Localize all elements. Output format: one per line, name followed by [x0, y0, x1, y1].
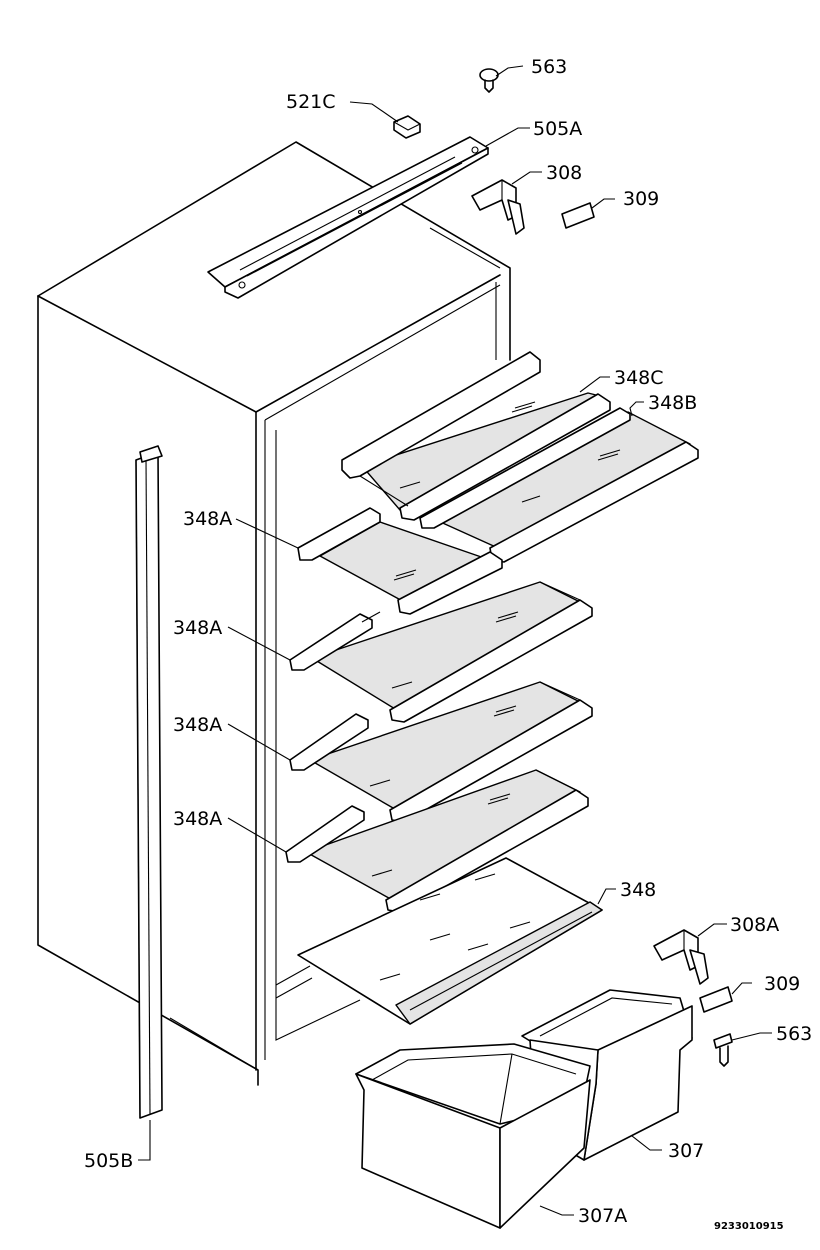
label-307a: 307A: [578, 1205, 627, 1227]
label-309-top: 309: [623, 188, 659, 210]
label-348b: 348B: [648, 392, 697, 414]
label-348a-3: 348A: [173, 714, 222, 736]
label-308: 308: [546, 162, 582, 184]
label-348: 348: [620, 879, 656, 901]
hinge-308a: [653, 929, 709, 985]
screw-563-bottom: [713, 1033, 733, 1067]
label-348c: 348C: [614, 367, 664, 389]
label-348a-1: 348A: [183, 508, 232, 530]
label-521c: 521C: [286, 91, 336, 113]
shelf-348b: [419, 407, 699, 563]
shelf-348c: [341, 351, 611, 521]
shelf-348a-1: [297, 507, 503, 615]
label-307: 307: [668, 1140, 704, 1162]
label-308a: 308A: [730, 914, 779, 936]
leader-lines: [138, 65, 772, 1216]
box-307a: [355, 1043, 591, 1229]
cap-521c: [393, 115, 421, 139]
door-seal-505b: [135, 445, 163, 1119]
label-563-bottom: 563: [776, 1023, 812, 1045]
hinge-308: [471, 179, 525, 235]
label-309-bottom: 309: [764, 973, 800, 995]
cabinet-body: [37, 141, 511, 1086]
shelf-348a-4: [285, 769, 589, 913]
label-563-top: 563: [531, 56, 567, 78]
shelf-348a-3: [289, 681, 593, 823]
glass-plate-348: [297, 857, 603, 1025]
top-rail-505a: [207, 136, 489, 299]
part-labels: 563 521C 505A 308 309 348C 348B 348A 348…: [84, 56, 812, 1232]
plate-309-bottom: [699, 986, 733, 1013]
shelf-348a-2: [289, 581, 593, 723]
label-348a-2: 348A: [173, 617, 222, 639]
label-505b: 505B: [84, 1150, 133, 1172]
label-505a: 505A: [533, 118, 582, 140]
plate-309-top: [561, 202, 595, 229]
drawing-code: 9233010915: [714, 1221, 784, 1232]
screw-563-top: [479, 68, 499, 93]
label-348a-4: 348A: [173, 808, 222, 830]
